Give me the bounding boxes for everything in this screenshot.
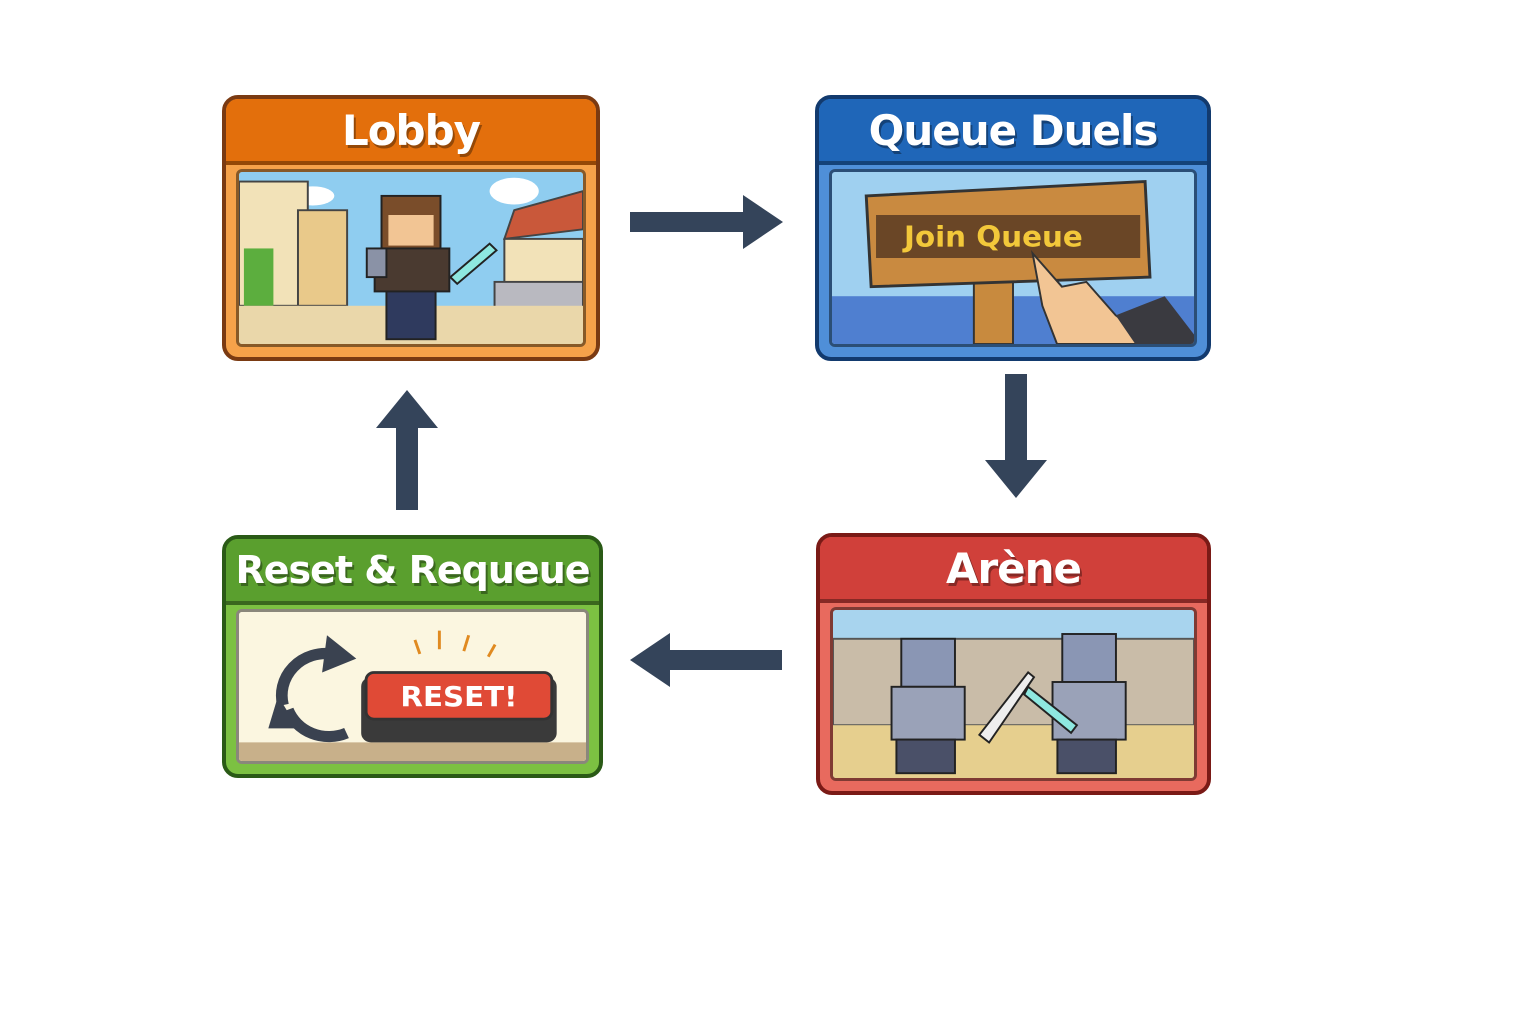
step-card-queue-duels: Queue Duels Join Queue — [815, 95, 1211, 361]
step-title: Arène — [820, 537, 1207, 603]
arrow-up-icon — [376, 390, 438, 510]
queue-illustration: Join Queue — [829, 169, 1197, 347]
step-card-reset-requeue: Reset & Requeue RESET! — [222, 535, 603, 778]
step-title: Queue Duels — [819, 99, 1207, 165]
arena-illustration — [830, 607, 1197, 781]
join-queue-sign-text: Join Queue — [902, 220, 1083, 254]
lobby-illustration — [236, 169, 586, 347]
reset-button-text: RESET! — [400, 680, 517, 713]
step-title: Lobby — [226, 99, 596, 165]
arrow-right-icon — [630, 195, 783, 249]
step-title: Reset & Requeue — [226, 539, 599, 605]
reset-illustration: RESET! — [236, 609, 589, 764]
arrow-left-icon — [630, 633, 782, 687]
arrow-down-icon — [985, 374, 1047, 498]
refresh-icon — [268, 635, 357, 743]
step-card-lobby: Lobby — [222, 95, 600, 361]
step-card-arene: Arène — [816, 533, 1211, 795]
